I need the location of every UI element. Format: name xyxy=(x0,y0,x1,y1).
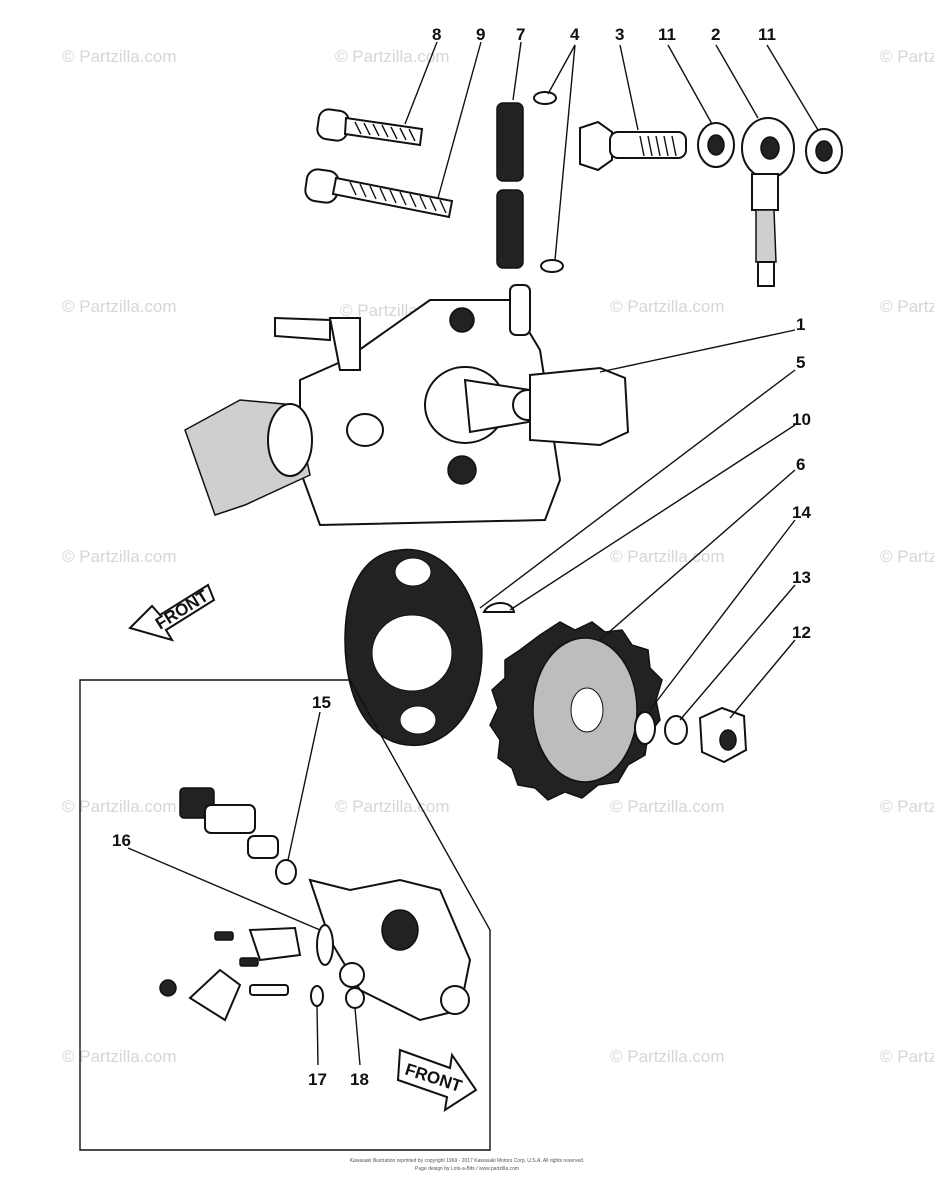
callout-7: 7 xyxy=(516,25,525,44)
part-5-gasket xyxy=(344,548,483,746)
part-3-banjo-bolt xyxy=(579,120,687,172)
part-2-banjo-fitting xyxy=(741,117,795,287)
watermark: © Partzilla.com xyxy=(880,547,934,566)
callout-11: 11 xyxy=(658,25,676,44)
callout-11: 11 xyxy=(758,25,776,44)
callout-numbers: 8 9 7 4 3 11 2 11 1 5 10 6 14 13 12 15 1… xyxy=(112,25,811,1089)
part-12-nut xyxy=(698,706,748,764)
part-6-key xyxy=(482,602,516,613)
copyright-line: Kawasaki Illustration reprinted by copyr… xyxy=(350,1158,585,1164)
callout-12: 12 xyxy=(792,623,811,642)
part-9-bolt xyxy=(304,168,454,219)
inset-panel: FRONT xyxy=(79,679,491,1151)
watermarks: © Partzilla.com © Partzilla.com © Partzi… xyxy=(62,47,934,1066)
part-13-washer xyxy=(634,711,688,745)
copyright-line: Page design by Lots-a-Bits / www.partzil… xyxy=(415,1166,519,1172)
inset-pump-assembly xyxy=(159,787,472,1022)
callout-10: 10 xyxy=(792,410,811,429)
watermark: © Partzilla.com xyxy=(62,797,177,816)
callout-9: 9 xyxy=(476,25,485,44)
callout-3: 3 xyxy=(615,25,624,44)
watermark: © Partzilla.com xyxy=(335,47,450,66)
callout-15: 15 xyxy=(312,693,331,712)
part-14-gear xyxy=(489,621,663,801)
watermark: © Partzilla.com xyxy=(610,797,725,816)
callout-2: 2 xyxy=(711,25,720,44)
part-17-o-ring xyxy=(310,985,324,1007)
part-1-pump-body xyxy=(184,284,630,527)
callout-1: 1 xyxy=(796,315,805,334)
callout-13: 13 xyxy=(792,568,811,587)
watermark: © Partzilla.com xyxy=(335,797,450,816)
callout-18: 18 xyxy=(350,1070,369,1089)
leader-lines xyxy=(127,41,819,1066)
part-8-bolt xyxy=(316,108,424,147)
callout-17: 17 xyxy=(308,1070,327,1089)
watermark: © Partzilla.com xyxy=(610,547,725,566)
part-11-washer xyxy=(805,128,843,174)
front-label: FRONT xyxy=(152,586,212,633)
watermark: © Partzilla.com xyxy=(62,297,177,316)
callout-14: 14 xyxy=(792,503,811,522)
callout-16: 16 xyxy=(112,831,131,850)
part-4-clips xyxy=(533,91,564,273)
part-16-o-ring xyxy=(316,924,334,966)
part-15-o-ring xyxy=(275,859,297,885)
watermark: © Partzilla.com xyxy=(62,547,177,566)
watermark: © Partzilla.com xyxy=(880,1047,934,1066)
watermark: © Partzilla.com xyxy=(62,47,177,66)
front-arrow-upper: FRONT xyxy=(128,583,216,642)
callout-4: 4 xyxy=(570,25,580,44)
watermark: © Partzilla.com xyxy=(880,797,934,816)
callout-8: 8 xyxy=(432,25,441,44)
watermark: © Partzilla.com xyxy=(610,297,725,316)
callout-5: 5 xyxy=(796,353,805,372)
watermark: © Partzilla.com xyxy=(880,47,934,66)
watermark: © Partzilla.com xyxy=(610,1047,725,1066)
watermark: © Partzilla.com xyxy=(880,297,934,316)
part-7-pins xyxy=(496,102,524,269)
copyright-footer: Kawasaki Illustration reprinted by copyr… xyxy=(350,1158,585,1172)
callout-6: 6 xyxy=(796,455,805,474)
part-11-washer xyxy=(697,122,735,168)
watermark: © Partzilla.com xyxy=(62,1047,177,1066)
front-arrow-lower: FRONT xyxy=(396,1048,478,1113)
